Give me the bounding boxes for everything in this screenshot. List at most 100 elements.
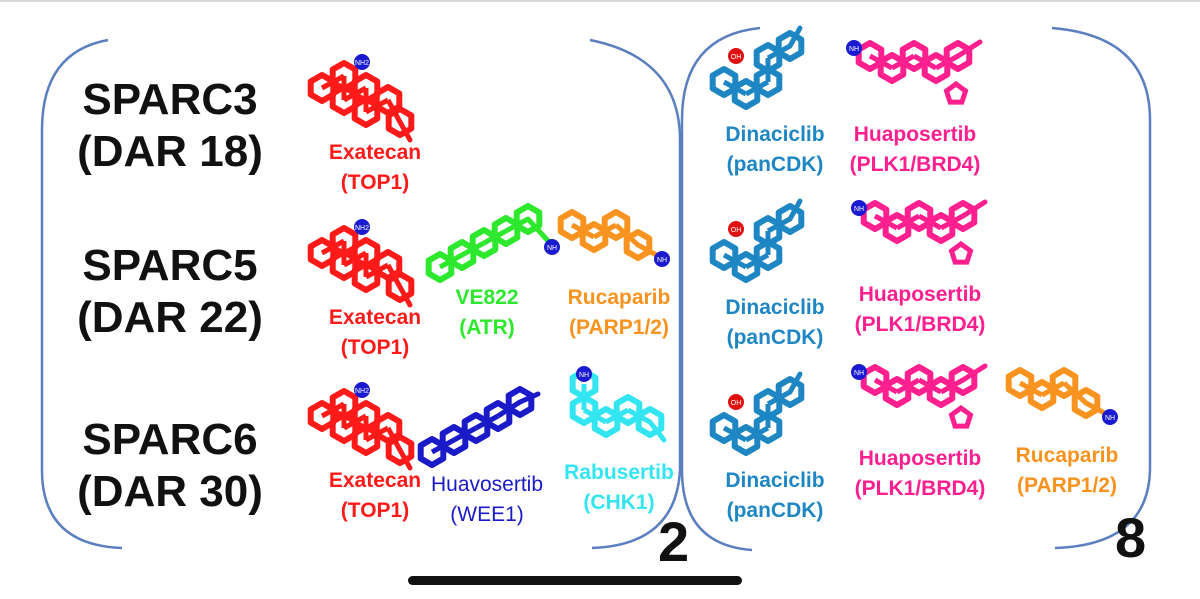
left-group-close-bracket xyxy=(589,38,682,550)
structure-bond xyxy=(895,213,921,231)
amine-label: NH xyxy=(854,206,864,213)
exatecan-structure-icon: NH2 xyxy=(307,219,415,308)
drug-target: (WEE1) xyxy=(450,503,524,526)
dinaciclib-structure-icon: OH xyxy=(709,371,805,456)
amine-marker-icon xyxy=(846,40,862,56)
huavosertib-structure-icon xyxy=(417,386,541,468)
drug-target: (TOP1) xyxy=(340,171,410,194)
hydroxyl-label: OH xyxy=(731,54,742,61)
structure-bond xyxy=(592,222,618,240)
structure-bond xyxy=(320,73,346,91)
drug-target: (PARP1/2) xyxy=(1017,474,1117,497)
dinaciclib-structure-icon: OH xyxy=(709,25,805,110)
structure-bond xyxy=(960,363,988,383)
drug-card-rucaparib: NH Rucaparib (PARP1/2) xyxy=(992,343,1142,503)
drug-name: Rucaparib xyxy=(567,286,671,309)
structure-bond xyxy=(917,213,943,231)
amine-marker-icon xyxy=(1102,409,1118,425)
drug-name: Dinaciclib xyxy=(725,469,825,492)
drug-target: (TOP1) xyxy=(340,336,410,359)
drug-card-rucaparib: NH Rucaparib (PARP1/2) xyxy=(544,185,694,345)
drug-name: Exatecan xyxy=(328,306,422,329)
structure-ring xyxy=(557,209,587,241)
construct-dar: (DAR 30) xyxy=(77,467,263,516)
rucaparib-structure-icon: NH xyxy=(557,209,670,267)
hydroxyl-marker-icon xyxy=(728,221,744,237)
huaposertib-structure-icon: NH xyxy=(851,199,988,265)
rucaparib-structure-icon: NH xyxy=(1005,367,1118,425)
amine-marker-icon xyxy=(354,382,370,398)
hydroxyl-marker-icon xyxy=(728,394,744,410)
drug-target: (panCDK) xyxy=(726,153,824,176)
structure-bond xyxy=(787,371,803,395)
structure-bond xyxy=(917,377,943,395)
structure-ring xyxy=(775,203,805,235)
structure-bond xyxy=(614,223,640,247)
drug-card-huaposertib: NH Huaposertib (PLK1/BRD4) xyxy=(840,22,1010,182)
drug-name: Rucaparib xyxy=(1015,444,1119,467)
structure-bond xyxy=(397,447,413,471)
structure-ring xyxy=(385,271,415,303)
structure-bond xyxy=(364,97,390,115)
structure-bond xyxy=(430,437,456,455)
drug-name: VE822 xyxy=(455,286,519,309)
home-indicator[interactable] xyxy=(408,576,742,585)
structure-bond xyxy=(364,262,390,280)
structure-ring xyxy=(513,203,543,235)
structure-ring xyxy=(948,404,974,429)
structure-bond xyxy=(320,238,346,256)
structure-bond xyxy=(766,43,792,61)
amine-label: NH xyxy=(849,46,859,53)
right-group-open-bracket xyxy=(680,26,761,552)
amine-label: NH2 xyxy=(355,388,369,395)
structure-bond xyxy=(385,98,403,124)
amine-marker-icon xyxy=(354,219,370,235)
structure-ring xyxy=(948,240,974,265)
drug-card-dinaciclib: OH Dinaciclib (panCDK) xyxy=(700,368,850,528)
structure-bond xyxy=(722,79,748,97)
structure-bond xyxy=(787,198,803,222)
structure-bond xyxy=(787,25,803,49)
structure-bond xyxy=(385,263,403,289)
drug-target: (PLK1/BRD4) xyxy=(849,153,981,176)
drug-target: (ATR) xyxy=(459,316,515,339)
structure-bond xyxy=(626,407,652,425)
structure-ring xyxy=(904,364,934,396)
structure-bond xyxy=(397,119,413,143)
right-group-close-bracket xyxy=(1051,26,1152,550)
structure-bond xyxy=(912,53,938,71)
drug-target: (panCDK) xyxy=(726,326,824,349)
structure-bond xyxy=(570,222,596,240)
exatecan-structure-icon: NH2 xyxy=(307,382,415,471)
structure-ring xyxy=(899,40,929,72)
structure-bond xyxy=(504,216,530,234)
structure-ring xyxy=(601,209,631,241)
structure-ring xyxy=(904,200,934,232)
drug-name: Huaposertib xyxy=(858,283,982,306)
structure-bond xyxy=(460,240,486,258)
structure-bond xyxy=(385,426,403,452)
hydroxyl-label: OH xyxy=(731,227,742,234)
construct-name: SPARC3 xyxy=(82,75,258,124)
structure-ring xyxy=(709,66,739,98)
right-group-count: 8 xyxy=(1115,506,1147,569)
structure-ring xyxy=(385,434,415,466)
drug-name: Dinaciclib xyxy=(725,123,825,146)
drug-card-exatecan: NH2 Exatecan (TOP1) xyxy=(300,40,450,200)
construct-name: SPARC5 xyxy=(82,241,258,290)
drug-card-huaposertib: NH Huaposertib (PLK1/BRD4) xyxy=(845,182,1015,342)
structure-ring xyxy=(1071,387,1101,419)
drug-name: Exatecan xyxy=(328,469,422,492)
row-label-sparc6: SPARC6 (DAR 30) xyxy=(40,414,300,518)
amine-marker-icon xyxy=(851,200,867,216)
amine-marker-icon xyxy=(851,364,867,380)
structure-ring xyxy=(569,394,599,426)
drug-card-huaposertib: NH Huaposertib (PLK1/BRD4) xyxy=(845,346,1015,506)
drug-target: (panCDK) xyxy=(726,499,824,522)
structure-bond xyxy=(525,216,553,246)
drug-card-huavosertib: Huavosertib (WEE1) xyxy=(412,372,562,532)
structure-ring xyxy=(753,239,783,271)
structure-bond xyxy=(955,39,983,59)
structure-bond xyxy=(895,377,921,395)
